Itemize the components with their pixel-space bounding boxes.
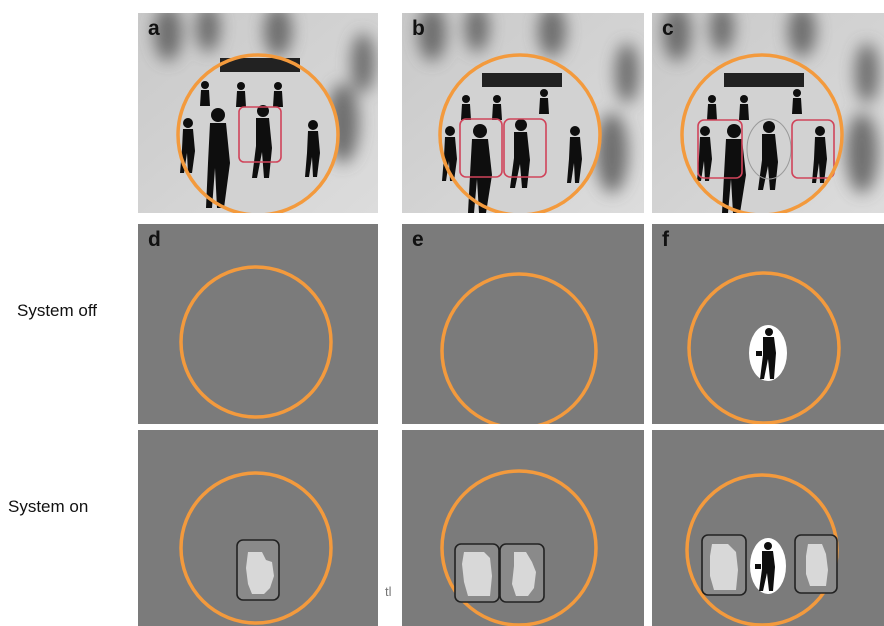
- detection-box: [791, 119, 835, 179]
- detection-box: [459, 118, 503, 178]
- field-of-view-ring: [176, 53, 340, 213]
- detection-box: [238, 106, 282, 163]
- row-label-system-off: System off: [17, 301, 97, 320]
- panel-label-f: f: [662, 228, 669, 251]
- field-of-view-ring: [440, 272, 598, 424]
- field-of-view-ring: [680, 53, 844, 213]
- field-of-view-ring: [438, 53, 602, 213]
- panel-d-system-off: d: [138, 224, 378, 424]
- panel-a-scene: a: [138, 13, 378, 213]
- panel-b-scene: b: [402, 13, 644, 213]
- detection-box: [697, 119, 743, 179]
- panel-label-a: a: [148, 17, 160, 40]
- panel-d-system-on: [138, 430, 378, 626]
- simulation-f-off: [687, 271, 841, 424]
- field-of-view-ring: [179, 265, 333, 419]
- simulation-d-on: [179, 471, 333, 625]
- field-of-view-ring: [687, 271, 841, 424]
- row-label-system-on: System on: [8, 497, 89, 516]
- panel-f-system-off: f: [652, 224, 884, 424]
- scene-b-image: [402, 13, 644, 213]
- field-of-view-ring: [179, 471, 333, 625]
- simulation-e-off: [440, 272, 598, 424]
- panel-f-system-on: [652, 430, 884, 626]
- panel-e-system-on: [402, 430, 644, 626]
- simulation-f-on: [685, 473, 839, 626]
- panel-label-b: b: [412, 17, 425, 40]
- detection-box: [503, 118, 547, 178]
- stray-mark: tl: [385, 584, 392, 599]
- panel-label-d: d: [148, 228, 161, 251]
- panel-label-e: e: [412, 228, 424, 251]
- scene-a-image: [138, 13, 378, 213]
- field-of-view-ring: [440, 469, 598, 626]
- panel-label-c: c: [662, 17, 674, 40]
- scene-c-image: [652, 13, 884, 213]
- simulation-e-on: [440, 469, 598, 626]
- panel-e-system-off: e: [402, 224, 644, 424]
- panel-c-scene: c: [652, 13, 884, 213]
- simulation-d-off: [179, 265, 333, 419]
